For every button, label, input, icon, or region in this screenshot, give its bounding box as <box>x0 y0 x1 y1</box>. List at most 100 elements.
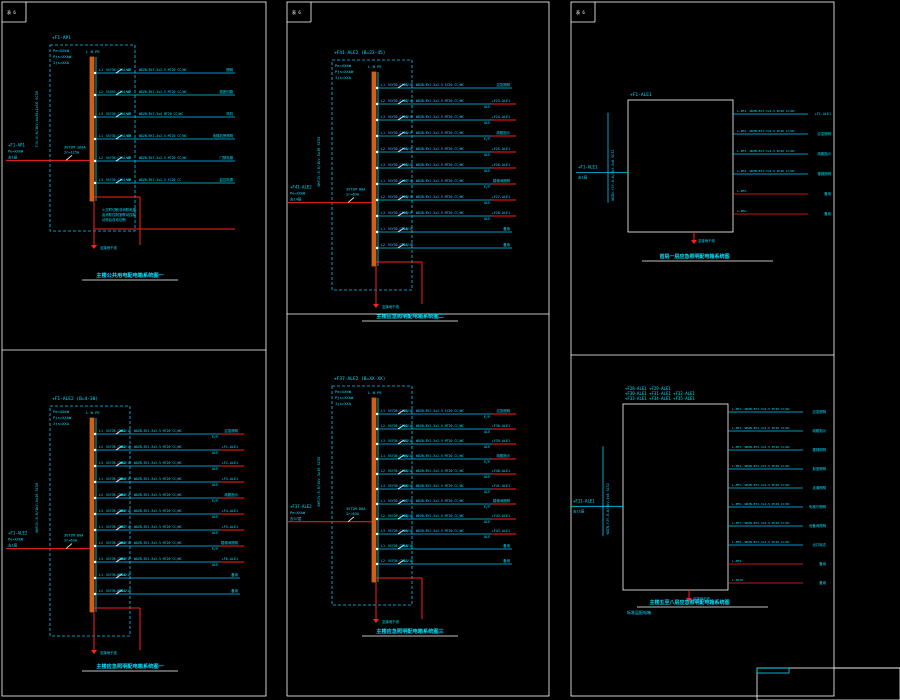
circuit-cable-spec: L-PE5- <box>737 189 748 193</box>
circuit-junction <box>93 544 97 548</box>
circuit-junction <box>375 134 379 138</box>
circuit-cable-spec: WDZN-BYJ-3x2.5 MT20 CC/WC <box>416 484 464 488</box>
busbar-head-label: L N PE <box>368 390 382 395</box>
sheet-frame <box>286 1 550 697</box>
circuit-breaker-symbol <box>115 589 123 595</box>
circuit-tag: ALE <box>212 451 218 455</box>
circuit-breaker-symbol <box>115 525 123 531</box>
circuit-cable-spec: L-PE2- WDZN-BYJ-3x2.5 PC20 CC/WC <box>737 129 795 133</box>
circuit-breaker-rating: 5SY36-C16A/1P <box>388 243 413 247</box>
circuit-junction <box>375 198 379 202</box>
phase-label: L2 <box>99 541 103 545</box>
circuit-breaker-symbol <box>397 409 405 415</box>
circuit-cable-spec: WDZN-BYJ-3x2.5 MT20 CC/WC <box>139 68 187 72</box>
phase-label: L1 <box>381 454 385 458</box>
circuit-id: V10 <box>402 544 409 548</box>
circuit-cable-spec: WDZN-BYJ-3x2.5 MT20 CC/WC <box>134 477 182 481</box>
circuit-destination: 前室照明 <box>812 466 826 471</box>
incoming-panel-note: Pe=XXkW <box>290 192 306 196</box>
circuit-cable-spec: L-PE6- <box>737 209 748 213</box>
circuit-destination: 疏散指示 <box>224 492 238 497</box>
circuit-id: P4 <box>404 131 408 135</box>
circuit-destination: 疏散指示 <box>812 428 826 433</box>
circuit-cable-spec: WDZN-BYJ-3x2.5 MT20 CC/WC <box>134 557 182 561</box>
circuit-junction <box>93 480 97 484</box>
circuit-tag: E/P <box>484 137 490 141</box>
circuit-id: W1 <box>127 68 131 72</box>
circuit-tag: ALE <box>212 467 218 471</box>
panel-box-label: +F1-ALE2 (B=4-30) <box>52 396 98 402</box>
incoming-panel-note: 去11层 <box>573 508 585 513</box>
panel-box-label: +F33-ALE1 +F34-ALE1 +F35-ALE1 <box>625 396 695 401</box>
phase-label: L2 <box>381 99 385 103</box>
circuit-breaker-symbol <box>115 461 123 467</box>
circuit-cable-spec: WDZN-BYJ-3x2.5 MT20 CC/WC <box>416 147 464 151</box>
ground-symbol <box>686 598 692 602</box>
incoming-riser-cable: NHYJV-0.6/1kV-5x16 SC50 <box>35 483 39 533</box>
circuit-junction <box>93 71 97 75</box>
circuit-cable-spec: WDZN-BYJ-3x2.5 MT20 CC/WC <box>134 509 182 513</box>
ground-label: 至接地干线 <box>382 304 400 309</box>
ground-label: 至接地干线 <box>100 245 118 250</box>
phase-label: L2 <box>99 90 103 94</box>
circuit-cable-spec: WDZN-BYJ-3x2.5 SC20 CC <box>139 178 181 182</box>
circuit-junction <box>375 502 379 506</box>
circuit-id: V9 <box>404 529 408 533</box>
circuit-tag: ALE <box>484 490 490 494</box>
circuit-id: WE1 <box>120 429 127 433</box>
circuit-junction <box>375 442 379 446</box>
circuit-id: WE9 <box>120 557 127 561</box>
panel-title: 主楼应急照明配电箱系统图一 <box>96 662 164 670</box>
ground-label: 至接地干线 <box>698 238 716 243</box>
panel-header-value: Ijs=XXA <box>335 75 352 80</box>
phase-label: L3 <box>99 557 103 561</box>
circuit-breaker-rating: 5SY36-C16A/1P <box>106 493 131 497</box>
circuit-id: P2 <box>404 99 408 103</box>
circuit-breaker-rating: 5SY36-C16A/1P <box>388 179 413 183</box>
circuit-breaker-symbol <box>397 147 405 153</box>
circuit-junction <box>93 512 97 516</box>
phase-label: L2 <box>99 445 103 449</box>
circuit-junction <box>375 472 379 476</box>
busbar <box>89 417 95 613</box>
circuit-destination: +F27-ALE1 <box>492 195 510 199</box>
circuit-destination: 照明 <box>226 68 233 72</box>
panel-subtitle: 标准层配电箱 <box>627 609 651 615</box>
circuit-breaker-rating: 5SY36-C16A/1P <box>388 195 413 199</box>
circuit-tag: ALE <box>484 445 490 449</box>
circuit-cable-spec: L-PE1- WDZN-BYJ-3x2.5 PC20 CC/WC <box>732 407 790 411</box>
panel-header-value: Ijs=XXA <box>53 421 70 426</box>
circuit-breaker-symbol <box>115 112 123 118</box>
circuit-id: P7 <box>404 179 408 183</box>
circuit-breaker-symbol <box>397 529 405 535</box>
main-breaker-rating: 3VT2M 80A <box>346 507 366 511</box>
main-breaker-rating: Ir=125A <box>64 150 80 154</box>
panel-box-label: +F28-ALE1 +F29-ALE1 <box>625 386 671 391</box>
phase-label: L2 <box>99 589 103 593</box>
circuit-cable-spec: L-PE5- WDZN-BYJ-3x2.5 PC20 CC/WC <box>732 483 790 487</box>
phase-label: L1 <box>99 477 103 481</box>
circuit-breaker-rating: 5SY36-C16A/1P <box>106 573 131 577</box>
circuit-id: P10 <box>402 227 409 231</box>
circuit-junction <box>375 562 379 566</box>
circuit-cable-spec: WDZN-BYJ-3x2.5 MT20 CC/WC <box>416 439 464 443</box>
circuit-breaker-rating: 5SY36-C16A/1P <box>106 178 131 182</box>
circuit-cable-spec: WDZN-BYJ-3x2.5 MT20 CC/WC <box>416 131 464 135</box>
circuit-junction <box>93 137 97 141</box>
phase-label: L2 <box>381 469 385 473</box>
phase-label: L1 <box>381 83 385 87</box>
circuit-cable-spec: WDZN-BYJ-3x2.5 MT20 CC/WC <box>134 541 182 545</box>
main-breaker-rating: Ir=63A <box>346 512 360 516</box>
circuit-breaker-symbol <box>115 429 123 435</box>
ground-label: 至接地干线 <box>693 596 711 601</box>
circuit-breaker-rating: 5SY36-C16A/1P <box>388 83 413 87</box>
circuit-junction <box>375 532 379 536</box>
circuit-cable-spec: WDZN-BYJ-3x2.5 MT20 CC/WC <box>416 195 464 199</box>
phase-label: L3 <box>381 211 385 215</box>
circuit-id: WE5 <box>120 493 127 497</box>
phase-label: L1 <box>381 499 385 503</box>
circuit-junction <box>375 118 379 122</box>
circuit-destination: +F41-ALE1 <box>492 484 510 488</box>
circuit-destination: +F25-ALE1 <box>492 147 510 151</box>
